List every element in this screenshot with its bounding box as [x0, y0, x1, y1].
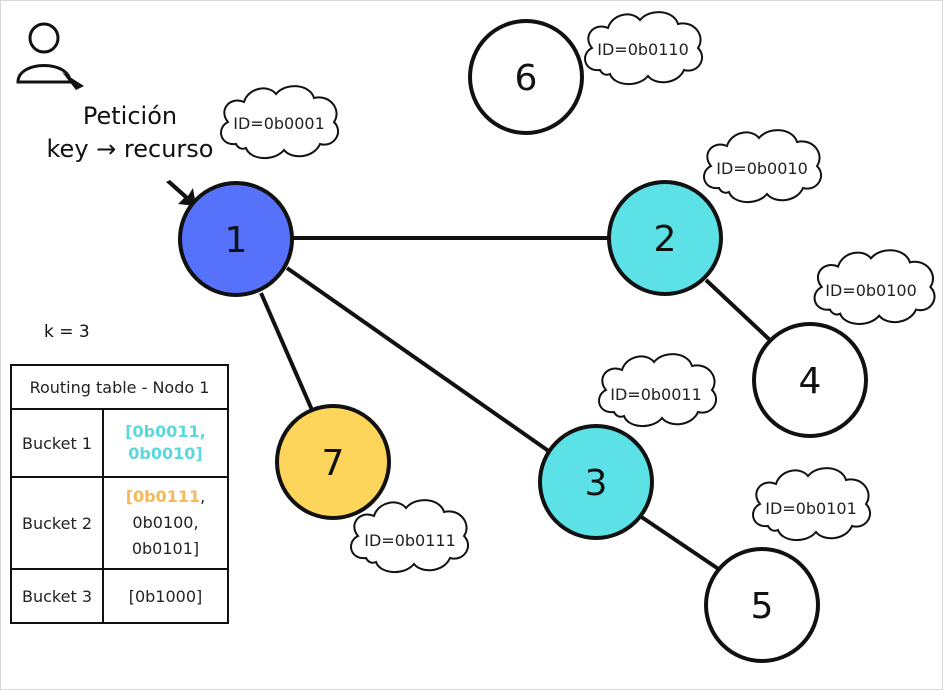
id-node-1: ID=0b0001: [233, 114, 325, 133]
k-label: k = 3: [44, 322, 90, 342]
bucket-2-name: Bucket 2: [10, 476, 104, 570]
bucket-2-value-3: 0b0101]: [131, 539, 200, 558]
bucket-1-value-2: 0b0010]: [128, 444, 203, 463]
node-4: [752, 322, 868, 438]
node-3: [538, 424, 654, 540]
request-arrow: [166, 180, 196, 206]
bucket-2-comma: ,: [200, 487, 206, 506]
node-2: [607, 180, 723, 296]
node-4-label: 4: [799, 361, 822, 402]
bucket-1-values: [0b0011, 0b0010]: [102, 408, 229, 478]
id-node-6: ID=0b0110: [597, 40, 689, 59]
id-node-4: ID=0b0100: [825, 281, 917, 300]
bucket-2-values: [0b0111, 0b0100, 0b0101]: [102, 476, 229, 570]
edge-1-3: [285, 266, 552, 454]
bucket-3-values: [0b1000]: [102, 568, 229, 624]
node-3-label: 3: [585, 463, 608, 504]
node-5-label: 5: [751, 586, 774, 627]
id-node-5: ID=0b0101: [765, 499, 857, 518]
user-icon: [16, 22, 72, 84]
edge-1-7: [259, 292, 314, 411]
node-6-label: 6: [515, 58, 538, 99]
bucket-1-name: Bucket 1: [10, 408, 104, 478]
request-line-1: Petición: [82, 102, 178, 130]
node-7: [275, 404, 391, 520]
user-icon-tail: [62, 72, 84, 90]
node-1-label: 1: [225, 220, 248, 261]
node-1: [178, 181, 294, 297]
id-node-2: ID=0b0010: [716, 159, 808, 178]
node-6: [468, 19, 584, 135]
node-2-label: 2: [654, 219, 677, 260]
request-line-2: key → recurso: [46, 135, 214, 163]
bucket-2-value-2: 0b0100,: [132, 513, 199, 532]
routing-table: Routing table - Nodo 1 Bucket 1 [0b0011,…: [10, 364, 229, 624]
routing-table-title: Routing table - Nodo 1: [10, 364, 229, 410]
edge-2-4: [704, 278, 774, 344]
id-node-3: ID=0b0011: [610, 385, 702, 404]
request-label: Petición key → recurso: [30, 100, 230, 166]
bucket-2-value-1: [0b0111: [125, 487, 201, 506]
bucket-1-value-1: [0b0011,: [125, 422, 206, 441]
edge-3-5: [638, 514, 722, 572]
node-5: [704, 547, 820, 663]
id-node-7: ID=0b0111: [364, 531, 456, 550]
node-7-label: 7: [322, 443, 345, 484]
bucket-3-name: Bucket 3: [10, 568, 104, 624]
edges: [259, 236, 774, 572]
